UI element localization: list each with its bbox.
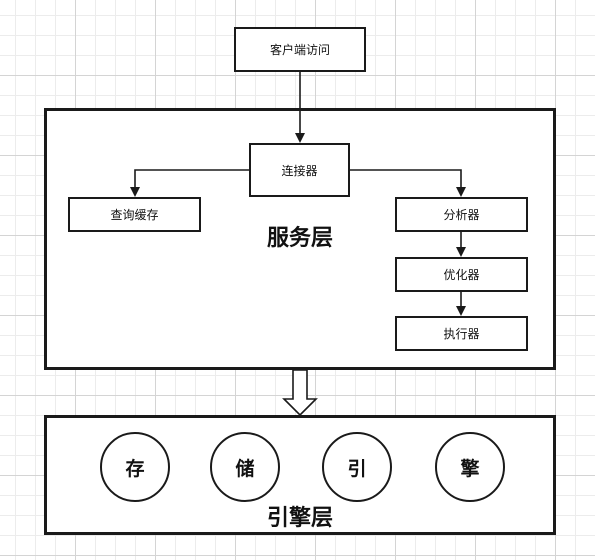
engine-char: 储 (235, 457, 255, 480)
query-cache-box: 查询缓存 (68, 197, 201, 232)
block-arrow-service-to-engine (282, 369, 318, 417)
engine-char-circle: 擎 (435, 432, 505, 502)
engine-layer-title: 引擎层 (266, 506, 333, 531)
optimizer-box: 优化器 (395, 257, 528, 292)
connector-label: 连接器 (281, 163, 318, 178)
engine-char: 擎 (460, 457, 480, 480)
engine-char-circle: 引 (322, 432, 392, 502)
engine-char: 存 (125, 457, 145, 480)
query-cache-label: 查询缓存 (110, 208, 159, 222)
arrow-connector-to-analyzer (350, 169, 466, 197)
executor-label: 执行器 (443, 327, 480, 341)
engine-char: 引 (347, 457, 367, 480)
client-access-label: 客户端访问 (269, 43, 330, 57)
analyzer-box: 分析器 (395, 197, 528, 232)
service-layer-title: 服务层 (266, 226, 333, 251)
executor-box: 执行器 (395, 316, 528, 351)
analyzer-label: 分析器 (443, 208, 480, 222)
client-access-box: 客户端访问 (234, 27, 366, 72)
arrow-connector-to-query-cache (130, 169, 249, 197)
engine-char-circle: 储 (210, 432, 280, 502)
optimizer-label: 优化器 (443, 268, 480, 282)
connector-box: 连接器 (249, 143, 350, 197)
engine-char-circle: 存 (100, 432, 170, 502)
